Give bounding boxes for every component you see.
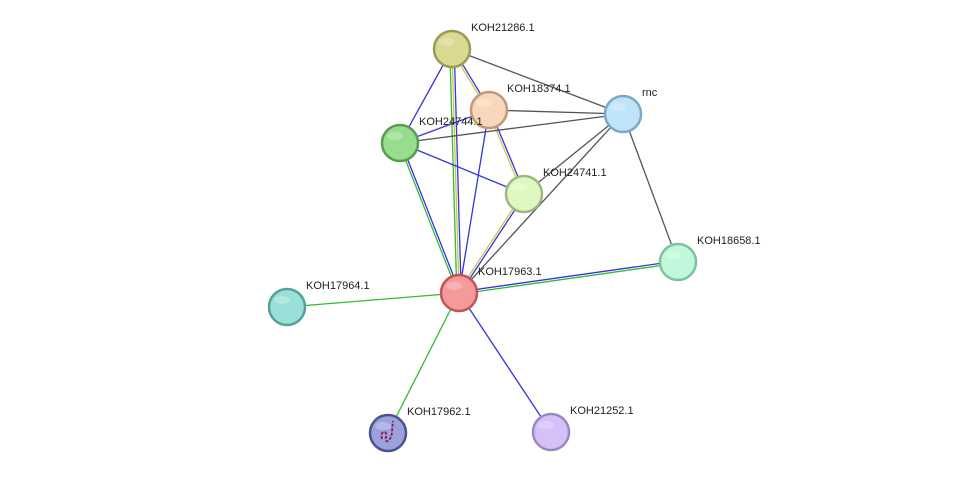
node-circle[interactable] — [267, 287, 307, 327]
node-koh21286-1[interactable]: KOH21286.1 — [432, 22, 535, 69]
edge-line — [459, 262, 679, 295]
edge-koh18374-1-koh17963-1[interactable] — [458, 109, 490, 294]
node-highlight — [274, 296, 290, 304]
node-label: KOH24744.1 — [419, 116, 483, 128]
node-koh17962-1[interactable]: KOH17962.1 — [368, 406, 471, 453]
node-circle[interactable] — [504, 174, 544, 214]
edge-koh24744-1-koh17963-1[interactable] — [398, 142, 461, 294]
node-circle[interactable] — [380, 123, 420, 163]
node-koh24741-1[interactable]: KOH24741.1 — [504, 167, 607, 214]
edge-line — [488, 109, 624, 115]
node-highlight — [665, 251, 681, 259]
edge-line — [398, 143, 459, 294]
edge-koh17963-1-koh18658-1[interactable] — [458, 260, 679, 295]
edge-line — [451, 48, 624, 115]
node-label: KOH24741.1 — [543, 167, 607, 179]
node-rnc[interactable]: rnc — [603, 87, 658, 134]
node-circle[interactable] — [368, 413, 408, 453]
edge-line — [387, 292, 460, 434]
node-circle[interactable] — [531, 412, 571, 452]
node-koh18374-1[interactable]: KOH18374.1 — [469, 83, 571, 130]
node-circle[interactable] — [439, 273, 479, 313]
edge-rnc-koh17963-1[interactable] — [458, 113, 624, 294]
node-highlight — [511, 183, 527, 191]
edge-line — [400, 142, 461, 293]
node-koh21252-1[interactable]: KOH21252.1 — [531, 405, 634, 452]
node-label: KOH18658.1 — [697, 235, 761, 247]
edge-koh17963-1-koh21252-1[interactable] — [458, 292, 552, 433]
node-circle[interactable] — [469, 90, 509, 130]
edge-koh24744-1-rnc[interactable] — [399, 113, 624, 144]
node-label: KOH18374.1 — [507, 83, 571, 95]
edge-koh17963-1-koh17964-1[interactable] — [286, 292, 460, 308]
node-highlight — [538, 421, 554, 429]
edge-line — [286, 292, 460, 308]
node-highlight — [610, 103, 626, 111]
edge-koh21286-1-rnc[interactable] — [451, 48, 624, 115]
node-circle[interactable] — [658, 242, 698, 282]
node-circle[interactable] — [603, 94, 643, 134]
edge-line — [449, 49, 458, 294]
edge-line — [453, 48, 462, 293]
node-koh24744-1[interactable]: KOH24744.1 — [380, 116, 483, 163]
node-label: rnc — [642, 87, 658, 99]
node-label: KOH21252.1 — [570, 405, 634, 417]
edge-line — [399, 113, 624, 144]
edge-line — [523, 113, 624, 195]
edge-line — [457, 193, 524, 293]
edge-rnc-koh18658-1[interactable] — [622, 113, 679, 263]
edge-rnc-koh24741-1[interactable] — [523, 113, 624, 195]
node-highlight — [387, 132, 403, 140]
node-koh17964-1[interactable]: KOH17964.1 — [267, 280, 370, 327]
node-highlight — [446, 282, 462, 290]
edge-line — [622, 113, 679, 263]
edge-koh17963-1-koh17962-1[interactable] — [387, 292, 460, 434]
node-koh18658-1[interactable]: KOH18658.1 — [658, 235, 761, 282]
node-koh17963-1[interactable]: KOH17963.1 — [439, 266, 542, 313]
node-circle[interactable] — [432, 29, 472, 69]
node-highlight — [375, 422, 391, 430]
node-highlight — [476, 99, 492, 107]
edge-koh24741-1-koh17963-1[interactable] — [457, 193, 526, 294]
node-label: KOH17963.1 — [478, 266, 542, 278]
edge-line — [458, 113, 624, 294]
edge-koh18374-1-rnc[interactable] — [488, 109, 624, 115]
node-label: KOH17962.1 — [407, 406, 471, 418]
edge-line — [458, 260, 678, 293]
node-label: KOH17964.1 — [306, 280, 370, 292]
node-highlight — [439, 38, 455, 46]
node-label: KOH21286.1 — [471, 22, 535, 34]
edge-line — [459, 194, 526, 294]
edge-line — [458, 109, 490, 294]
edge-line — [399, 142, 525, 195]
edges-layer — [286, 48, 679, 434]
edge-koh21286-1-koh17963-1[interactable] — [449, 48, 462, 294]
edge-line — [458, 292, 552, 433]
edge-line — [451, 48, 460, 294]
protein-structure-icon — [380, 420, 394, 443]
edge-koh24744-1-koh24741-1[interactable] — [399, 142, 525, 195]
